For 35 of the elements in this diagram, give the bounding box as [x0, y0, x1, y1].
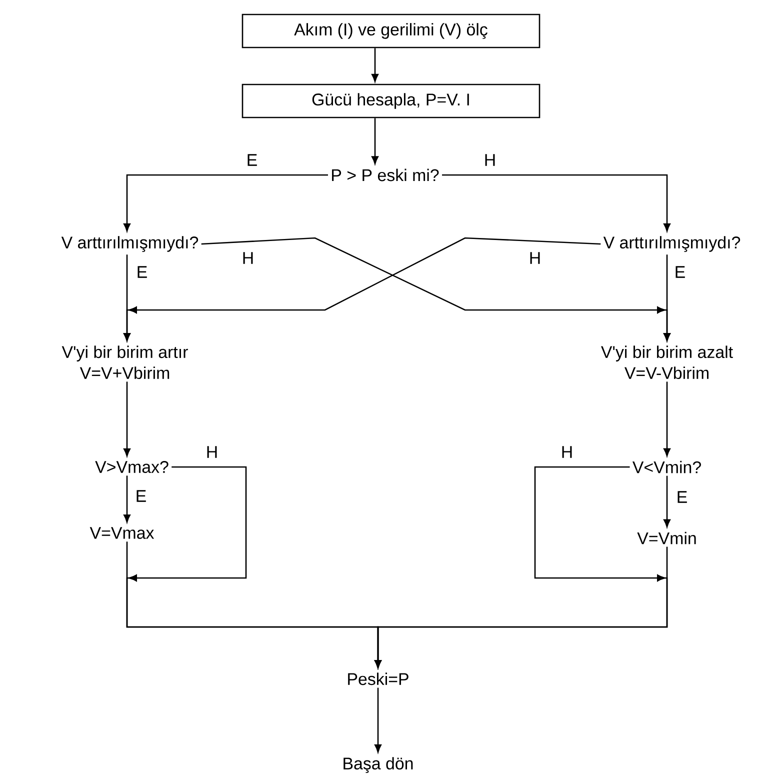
- arrow: [124, 174, 328, 232]
- step-text: V=Vmin: [637, 532, 696, 544]
- arrow: [374, 688, 382, 753]
- arrow: [664, 254, 670, 342]
- step-text: V=Vmax: [90, 527, 154, 539]
- arrow: [374, 546, 668, 668]
- step-text: Peski=P: [348, 672, 408, 686]
- process-box: Gücü hesapla, P=V. I: [242, 84, 540, 118]
- step-text: V>Vmax?: [95, 461, 168, 473]
- edge-label: E: [134, 489, 148, 503]
- step-text: V'yi bir birim azalt V=V-Vbirim: [601, 346, 733, 380]
- process-box: Akım (I) ve gerilimi (V) ölç: [242, 14, 540, 48]
- arrow: [442, 174, 670, 232]
- edge-label: H: [528, 251, 542, 265]
- edge-label: H: [560, 445, 574, 459]
- arrow: [372, 48, 378, 82]
- step-text: Başa dön: [344, 757, 413, 773]
- edge-label: H: [240, 251, 256, 265]
- arrow: [372, 118, 378, 164]
- step-text: V'yi bir birim artır V=V+Vbirim: [62, 346, 188, 380]
- edge-label: E: [673, 265, 687, 279]
- edge-label: E: [675, 490, 689, 504]
- step-text: V arttırılmışmıydı?: [603, 236, 740, 252]
- step-text: V arttırılmışmıydı?: [61, 236, 198, 252]
- arrow: [124, 237, 601, 342]
- edge-label: E: [245, 153, 259, 167]
- arrow: [664, 382, 670, 456]
- arrow: [664, 476, 670, 528]
- arrow: [124, 382, 130, 456]
- edge-label: E: [135, 265, 149, 279]
- edge-label: H: [482, 153, 498, 167]
- step-text: V<Vmin?: [632, 460, 701, 474]
- step-text: P > P eski mi?: [332, 168, 439, 182]
- arrow: [124, 476, 130, 523]
- edge-label: H: [204, 445, 220, 459]
